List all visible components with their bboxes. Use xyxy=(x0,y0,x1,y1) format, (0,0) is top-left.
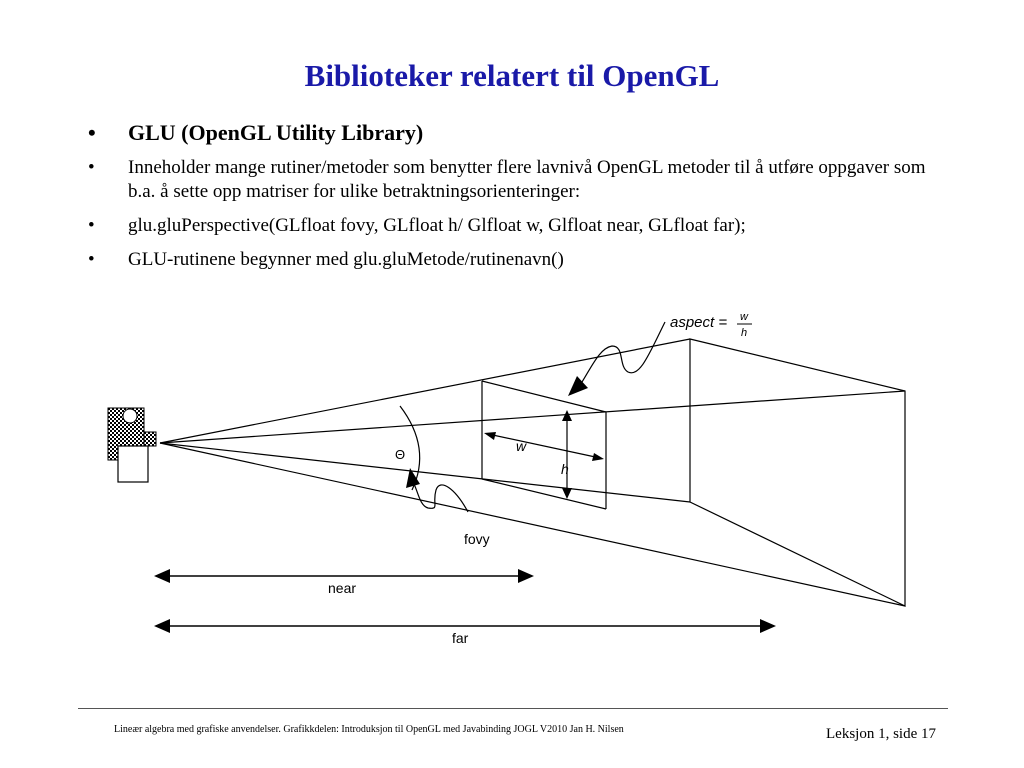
bullet-item: • glu.gluPerspective(GLfloat fovy, GLflo… xyxy=(88,214,948,238)
fovy-label: fovy xyxy=(464,531,490,547)
frustum-lines xyxy=(159,338,906,607)
footer-course-text: Lineær algebra med grafiske anvendelser.… xyxy=(114,724,624,735)
bullet-text: glu.gluPerspective(GLfloat fovy, GLfloat… xyxy=(128,215,746,236)
bullet-text: Inneholder mange rutiner/metoder som ben… xyxy=(128,157,926,202)
bullet-marker: • xyxy=(88,249,95,270)
aspect-numerator: w xyxy=(740,311,749,323)
bullet-item: • Inneholder mange rutiner/metoder som b… xyxy=(88,156,948,204)
w-arrow xyxy=(484,432,604,461)
far-dimension-arrow xyxy=(154,619,776,633)
footer-divider xyxy=(78,708,948,709)
perspective-frustum-diagram: aspect = w h w h Θ fovy near far xyxy=(107,311,906,646)
camera-icon xyxy=(107,407,157,483)
bullet-text: GLU-rutinene begynner med glu.gluMetode/… xyxy=(128,249,564,270)
fovy-pointer-arrow xyxy=(406,468,469,513)
w-label: w xyxy=(516,438,527,454)
near-label: near xyxy=(328,580,356,596)
bullet-marker: • xyxy=(88,120,96,145)
footer-page-number: Leksjon 1, side 17 xyxy=(826,726,936,742)
slide-title: Biblioteker relatert til OpenGL xyxy=(304,58,720,93)
theta-label: Θ xyxy=(395,447,405,462)
bullet-text: GLU (OpenGL Utility Library) xyxy=(128,120,424,145)
bullet-item: • GLU (OpenGL Utility Library) xyxy=(88,118,948,148)
bullet-list: • GLU (OpenGL Utility Library) • Innehol… xyxy=(88,118,948,282)
near-dimension-arrow xyxy=(154,569,534,583)
far-label: far xyxy=(452,630,469,646)
aspect-pointer-arrow xyxy=(568,321,666,396)
bullet-marker: • xyxy=(88,157,95,178)
aspect-label: aspect = xyxy=(670,314,727,331)
aspect-denominator: h xyxy=(741,327,747,339)
bullet-item: • GLU-rutinene begynner med glu.gluMetod… xyxy=(88,248,948,272)
bullet-marker: • xyxy=(88,215,95,236)
h-arrow xyxy=(562,410,572,499)
h-label: h xyxy=(561,461,569,477)
